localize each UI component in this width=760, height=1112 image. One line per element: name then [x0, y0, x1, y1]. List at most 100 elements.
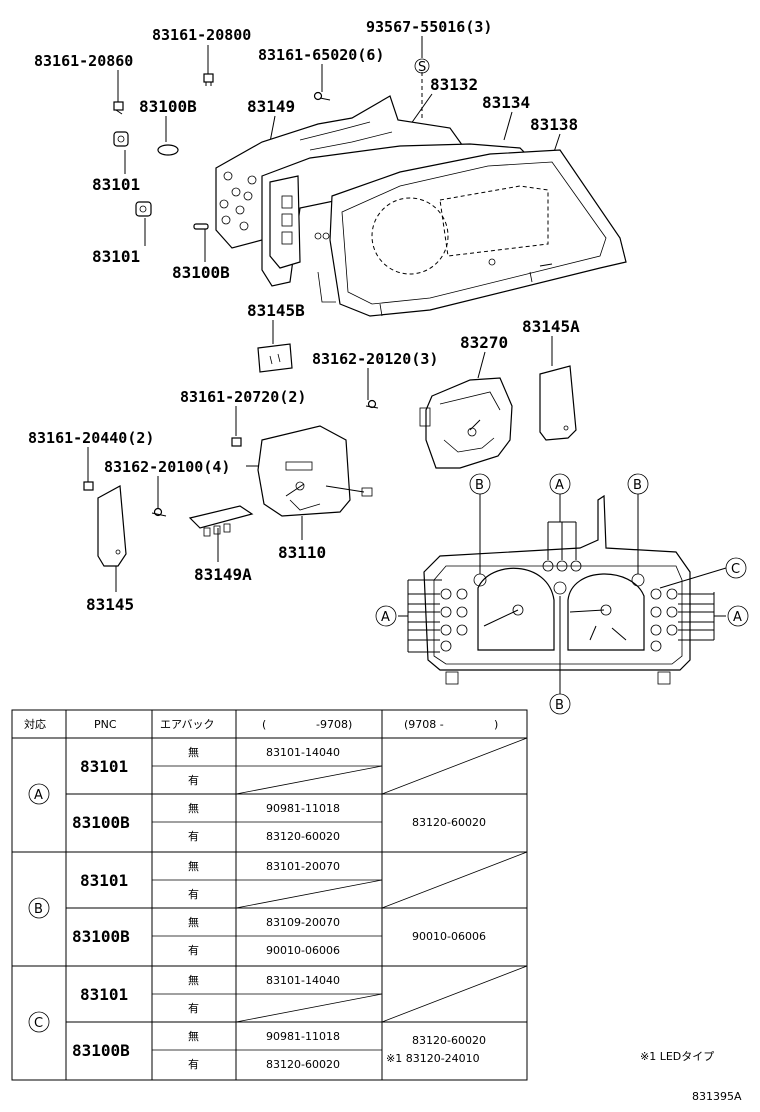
group-marker-b: B	[34, 902, 43, 917]
airbag-cell: 有	[188, 887, 199, 901]
application-table: 対応 PNC エアバック ( -9708) (9708 - ) A 83101 …	[11, 709, 528, 1081]
part-number-cell: ※1 83120-24010	[386, 1052, 480, 1065]
marker-a: A	[381, 610, 390, 625]
s-marker: S	[414, 58, 430, 75]
airbag-cell: 無	[188, 859, 199, 873]
pnc-cell: 83100B	[72, 1041, 130, 1060]
label-83100b-top: 83100B	[139, 97, 197, 116]
lens-83138	[329, 149, 627, 317]
part-number-cell: 83101-14040	[266, 746, 340, 759]
bulb-icon	[203, 73, 214, 86]
airbag-cell: 無	[188, 973, 199, 987]
header-airbag: エアバック	[160, 718, 215, 731]
label-83162-20120: 83162-20120(3)	[312, 350, 438, 368]
part-number-cell: 83109-20070	[266, 916, 340, 929]
group-marker-c: C	[34, 1016, 43, 1031]
part-number-cell: 83120-60020	[412, 1034, 486, 1047]
front-view-cluster	[423, 494, 691, 685]
bulb-icon	[83, 481, 94, 491]
pnc-cell: 83100B	[72, 927, 130, 946]
group-marker-a: A	[34, 788, 43, 803]
plate-83145	[97, 485, 127, 567]
speedometer-83110	[257, 425, 373, 517]
header-taio: 対応	[24, 717, 46, 731]
part-number-cell: 83101-14040	[266, 974, 340, 987]
label-83134: 83134	[482, 93, 530, 112]
label-83161-20800: 83161-20800	[152, 26, 251, 44]
airbag-cell: 無	[188, 1029, 199, 1043]
small-parts	[83, 73, 379, 517]
callout-labels: 83161-20800 93567-55016(3) 83161-20860 8…	[28, 18, 580, 614]
label-83101-b: 83101	[92, 247, 140, 266]
s-marker-label: S	[418, 60, 426, 75]
label-83145a: 83145A	[522, 317, 580, 336]
label-83149a: 83149A	[194, 565, 252, 584]
pnc-cell: 83101	[80, 985, 128, 1004]
header-before-date: -9708)	[316, 718, 352, 731]
part-number-cell: 83120-60020	[412, 816, 486, 829]
airbag-cell: 有	[188, 943, 199, 957]
label-83161-20440: 83161-20440(2)	[28, 429, 154, 447]
pnc-cell: 83101	[80, 871, 128, 890]
plate-83145a	[539, 365, 577, 441]
footnote: ※1 LEDタイプ	[640, 1050, 714, 1063]
socket-icon	[135, 201, 152, 217]
marker-b: B	[633, 478, 642, 493]
screw-icon	[365, 399, 379, 409]
airbag-cell: 有	[188, 1001, 199, 1015]
screw-icon	[151, 507, 167, 517]
label-83270: 83270	[460, 333, 508, 352]
marker-a: A	[555, 478, 564, 493]
label-83161-65020: 83161-65020(6)	[258, 46, 384, 64]
part-number-cell: 83120-60020	[266, 830, 340, 843]
label-83100b-mid: 83100B	[172, 263, 230, 282]
marker-a: A	[733, 610, 742, 625]
part-number-cell: 90010-06006	[266, 944, 340, 957]
label-93567-55016: 93567-55016(3)	[366, 18, 492, 36]
marker-circles: B A B C A A B	[375, 473, 749, 715]
marker-b: B	[555, 698, 564, 713]
pnc-cell: 83100B	[72, 813, 130, 832]
label-83101-a: 83101	[92, 175, 140, 194]
header-after-close: )	[494, 718, 498, 731]
label-83145: 83145	[86, 595, 134, 614]
label-83162-20100: 83162-20100(4)	[104, 458, 230, 476]
marker-leaders	[398, 494, 727, 694]
airbag-cell: 無	[188, 745, 199, 759]
figure-id: 831395A	[692, 1090, 742, 1103]
header-pnc: PNC	[94, 718, 117, 731]
gauge-83270	[419, 377, 513, 469]
airbag-cell: 無	[188, 801, 199, 815]
label-83161-20720: 83161-20720(2)	[180, 388, 306, 406]
label-83110: 83110	[278, 543, 326, 562]
label-83145b: 83145B	[247, 301, 305, 320]
airbag-cell: 有	[188, 773, 199, 787]
board-83149a	[188, 505, 254, 537]
bulb-icon	[231, 437, 242, 447]
socket-icon	[113, 131, 129, 147]
bulb-wedge-icon	[193, 223, 209, 230]
header-after-open: (9708 -	[404, 718, 444, 731]
pnc-cell: 83101	[80, 757, 128, 776]
bulb-wedge-icon	[157, 144, 179, 156]
airbag-cell: 有	[188, 829, 199, 843]
bracket-83145b	[257, 343, 293, 373]
part-number-cell: 90981-11018	[266, 1030, 340, 1043]
leader-lines	[87, 36, 561, 592]
part-number-cell: 90981-11018	[266, 802, 340, 815]
screw-icon	[313, 91, 331, 101]
marker-b: B	[475, 478, 484, 493]
part-number-cell: 83120-60020	[266, 1058, 340, 1071]
header-before-open: (	[262, 718, 266, 731]
part-number-cell: 83101-20070	[266, 860, 340, 873]
bulb-icon	[113, 101, 124, 115]
label-83138: 83138	[530, 115, 578, 134]
airbag-cell: 有	[188, 1057, 199, 1071]
label-83161-20860: 83161-20860	[34, 52, 133, 70]
label-83132: 83132	[430, 75, 478, 94]
label-83149: 83149	[247, 97, 295, 116]
airbag-cell: 無	[188, 915, 199, 929]
marker-c: C	[731, 562, 740, 577]
part-number-cell: 90010-06006	[412, 930, 486, 943]
